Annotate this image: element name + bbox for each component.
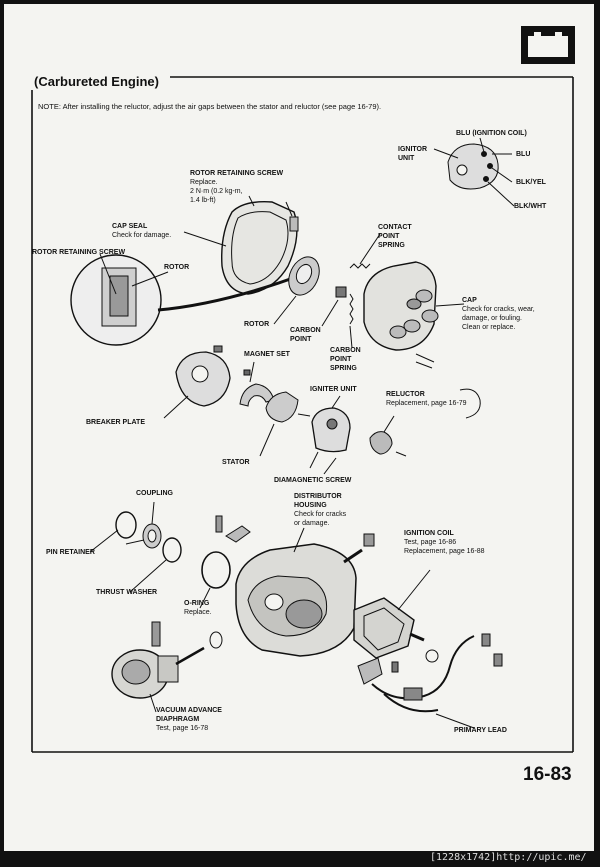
label-cap: CAP Check for cracks, wear, damage, or f…: [462, 297, 535, 331]
image-host-footer: [1228x1742]http://upic.me/: [430, 852, 587, 863]
label-blu-ignition-coil: BLU (IGNITION COIL): [456, 130, 527, 137]
label-thrust-washer: THRUST WASHER: [96, 589, 158, 596]
rotor-inset-drawing: [70, 253, 305, 346]
diagram-artwork: [31, 26, 575, 753]
label-carbon-point-spring: CARBON POINT SPRING: [330, 347, 361, 372]
installation-note: NOTE: After installing the reluctor, adj…: [38, 102, 382, 111]
label-blu: BLU: [516, 151, 531, 158]
cap-seal-drawing: [183, 195, 298, 295]
distributor-cap-drawing: [363, 261, 465, 369]
ignitor-unit-drawing: [433, 137, 515, 207]
label-reluctor: RELUCTOR Replacement, page 16-79: [386, 391, 467, 407]
ignition-coil-drawing: [353, 569, 439, 663]
label-rotor: ROTOR: [244, 321, 270, 328]
breaker-plate-drawing: [163, 345, 231, 419]
rotor-screw-drawing: [285, 201, 299, 232]
rotor-drawing: [273, 256, 320, 325]
label-primary-lead: PRIMARY LEAD: [454, 727, 507, 734]
primary-lead-drawing: [357, 633, 503, 729]
label-diamagnetic-screw: DIAMAGNETIC SCREW: [274, 477, 352, 484]
coupling-drawing: [89, 501, 182, 593]
battery-icon: [521, 26, 575, 64]
label-distributor-housing: DISTRIBUTOR HOUSING Check for cracks or …: [294, 493, 347, 527]
label-stator: STATOR: [222, 459, 250, 466]
label-rotor-retaining-screw-top: ROTOR RETAINING SCREW Replace. 2 N·m (0.…: [190, 170, 284, 204]
label-rotor-retaining-screw-left: ROTOR RETAINING SCREW: [32, 249, 126, 256]
section-title: (Carbureted Engine): [34, 74, 159, 89]
igniter-unit-drawing: [309, 395, 351, 475]
manual-page: (Carbureted Engine) NOTE: After installi…: [4, 4, 594, 851]
label-blk-yel: BLK/YEL: [516, 179, 546, 186]
stator-drawing: [259, 391, 311, 457]
label-breaker-plate: BREAKER PLATE: [86, 419, 145, 426]
label-rotor-inset: ROTOR: [164, 264, 190, 271]
label-igniter-unit: IGNITER UNIT: [310, 386, 357, 393]
label-vacuum-advance-diaphragm: VACUUM ADVANCE DIAPHRAGM Test, page 16-7…: [156, 707, 222, 732]
label-cap-seal: CAP SEAL Check for damage.: [112, 223, 172, 239]
page-number: 16-83: [523, 764, 572, 785]
reluctor-drawing: [369, 388, 481, 457]
label-magnet-set: MAGNET SET: [244, 351, 290, 358]
label-contact-point-spring: CONTACT POINT SPRING: [378, 224, 412, 249]
vacuum-advance-drawing: [111, 621, 205, 713]
label-carbon-point: CARBON POINT: [290, 327, 321, 343]
label-pin-retainer: PIN RETAINER: [46, 549, 95, 556]
label-coupling: COUPLING: [136, 490, 173, 497]
label-o-ring: O-RING Replace.: [184, 600, 212, 616]
distributor-housing-drawing: [215, 515, 375, 657]
label-ignition-coil: IGNITION COIL Test, page 16-86 Replaceme…: [404, 530, 485, 555]
label-blk-wht: BLK/WHT: [514, 203, 547, 210]
magnet-set-drawing: [239, 361, 275, 407]
o-ring-drawing: [199, 551, 231, 649]
contact-spring-drawing: [321, 233, 381, 349]
